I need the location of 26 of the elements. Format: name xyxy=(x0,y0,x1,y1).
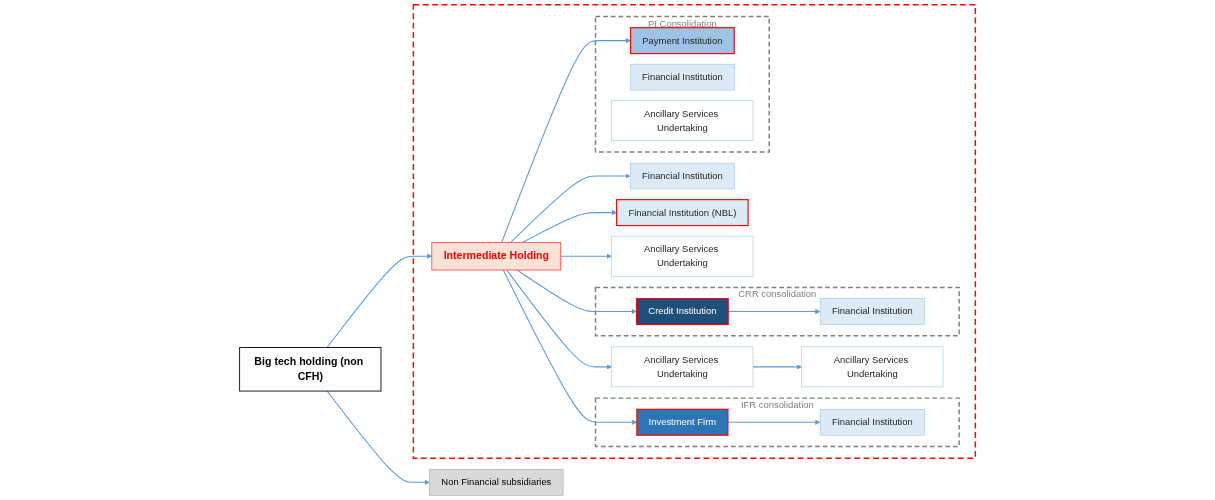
node-box: Financial Institution xyxy=(629,162,735,190)
arrow xyxy=(727,419,821,425)
node-box: Financial Institution xyxy=(819,298,925,325)
node-box: Payment Institution xyxy=(629,27,735,55)
arrow xyxy=(326,253,433,348)
node-box: Financial Institution xyxy=(819,409,925,436)
arrow xyxy=(752,364,802,370)
node-box: Credit Institution xyxy=(635,298,729,326)
arrow xyxy=(516,269,637,315)
arrow xyxy=(510,173,631,243)
arrow xyxy=(522,210,617,243)
arrow xyxy=(506,269,612,370)
arrow xyxy=(501,38,631,243)
node-box: Non Financial subsidiaries xyxy=(429,469,564,496)
arrow xyxy=(326,390,430,485)
node-box: Financial Institution xyxy=(629,63,735,91)
node-box: Ancillary Services Undertaking xyxy=(611,346,754,388)
node-box: Big tech holding (non CFH) xyxy=(239,347,382,392)
arrow xyxy=(560,253,612,259)
node-box: Investment Firm xyxy=(636,408,729,436)
node-box: Ancillary Services Undertaking xyxy=(611,235,754,277)
node-box: Intermediate Holding xyxy=(431,242,562,271)
node-box: Ancillary Services Undertaking xyxy=(801,346,944,388)
node-box: Financial Institution (NBL) xyxy=(616,199,749,227)
node-box: Ancillary Services Undertaking xyxy=(611,100,754,142)
cluster xyxy=(412,3,977,459)
